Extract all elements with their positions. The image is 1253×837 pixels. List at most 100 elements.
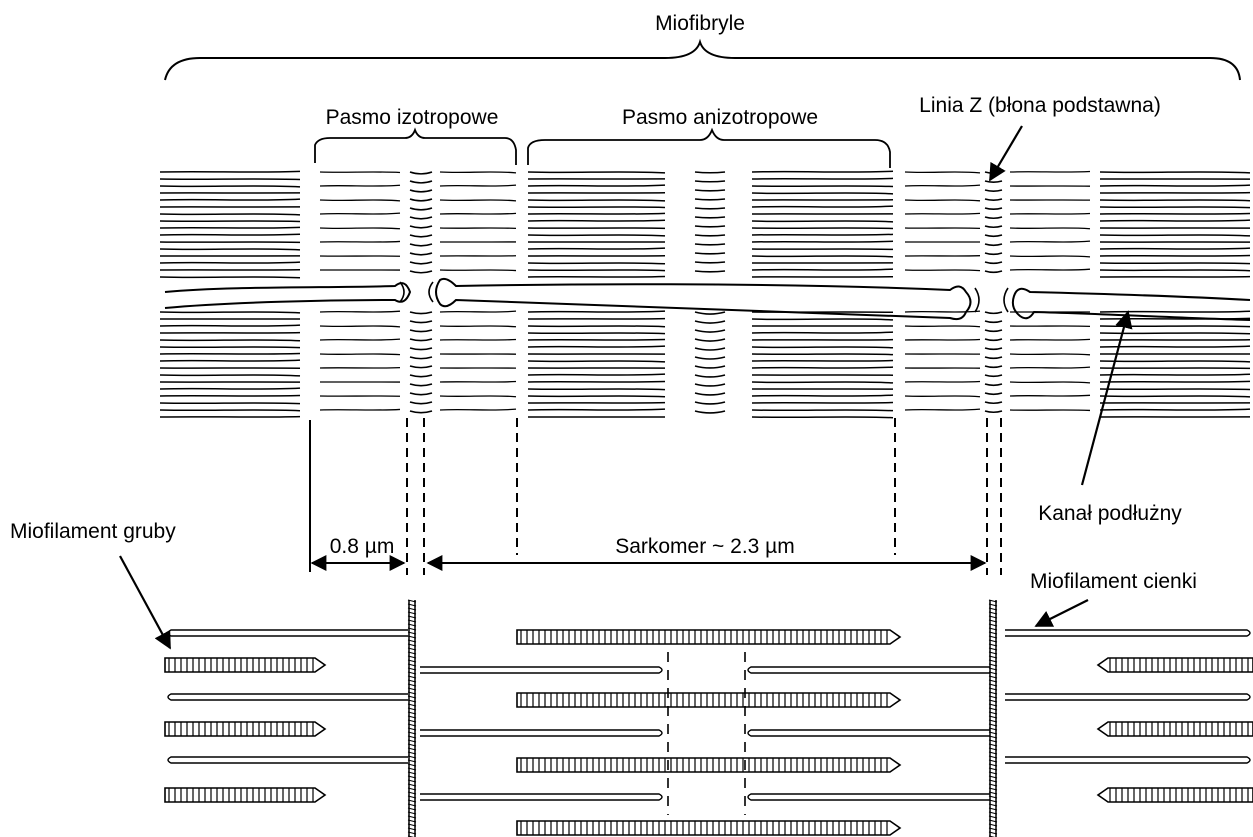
z-line-mark <box>984 383 1003 387</box>
z-line-mark <box>409 347 433 351</box>
striation-line <box>159 185 301 188</box>
striation-line <box>1099 206 1251 209</box>
striation-line <box>159 261 301 264</box>
z-line-mark <box>409 374 433 378</box>
striation-line <box>527 325 666 328</box>
z-line-mark <box>984 311 1003 315</box>
striation-line <box>1009 381 1091 384</box>
z-line-notch-right <box>974 287 1009 313</box>
z-line-mark <box>409 225 433 229</box>
striation-line <box>1099 212 1251 215</box>
striation-line <box>1099 332 1251 335</box>
striation-line <box>1009 255 1091 258</box>
z-line-mark <box>694 198 726 201</box>
z-line-mark <box>984 392 1003 396</box>
striation-line <box>904 325 981 328</box>
longitudinal-channel-middle <box>435 277 972 321</box>
striation-line <box>439 310 517 313</box>
striation-line <box>439 199 517 202</box>
z-line-mark <box>694 365 726 369</box>
striation-line <box>751 185 894 188</box>
thick-filament <box>516 692 902 708</box>
miofilament-cienki-label: Miofilament cienki <box>1030 570 1197 593</box>
striation-line <box>159 226 301 229</box>
thin-filament <box>1005 693 1251 701</box>
z-line-notch-left <box>399 281 434 303</box>
z-line-mark <box>984 374 1003 378</box>
z-line-mark <box>409 320 433 324</box>
striation-line <box>904 380 981 383</box>
thin-filament <box>420 793 663 801</box>
striation-line <box>904 310 981 313</box>
striation-line <box>527 338 666 341</box>
linia-z-arrow <box>989 125 1023 182</box>
striation-line <box>527 247 666 250</box>
striation-line <box>1099 184 1251 187</box>
thin-filament <box>747 729 990 737</box>
striation-line <box>527 380 666 383</box>
striation-line <box>1099 254 1251 257</box>
striation-line <box>527 345 666 348</box>
thin-filament <box>167 693 408 701</box>
striation-line <box>751 359 894 362</box>
striation-line <box>159 402 301 405</box>
striation-line <box>1009 227 1091 230</box>
striation-line <box>159 248 301 251</box>
striation-line <box>751 366 894 369</box>
striation-line <box>751 416 894 419</box>
projection-lines <box>406 418 1002 575</box>
z-line-mark <box>984 410 1003 414</box>
z-line-mark <box>694 320 726 324</box>
striation-line <box>319 310 401 313</box>
striation-line <box>527 171 666 174</box>
striation-line <box>751 394 894 397</box>
striation-line <box>904 395 981 398</box>
striation-line <box>319 171 401 174</box>
striation-line <box>751 170 894 173</box>
z-line-mark <box>409 410 433 414</box>
striation-line <box>1099 171 1251 174</box>
striation-line <box>159 198 301 201</box>
kanal-podluzny-label: Kanał podłużny <box>1038 502 1182 525</box>
striation-line <box>1099 199 1251 202</box>
z-line-mark <box>694 225 726 228</box>
striation-line <box>904 269 981 272</box>
striation-line <box>751 240 894 243</box>
z-line-mark <box>409 207 433 211</box>
striation-line <box>159 233 301 236</box>
striation-line <box>1009 366 1091 369</box>
striation-line <box>319 227 401 230</box>
thick-filament <box>1096 657 1253 673</box>
z-line-mark <box>984 270 1003 274</box>
striation-line <box>751 177 894 180</box>
striation-line <box>751 318 894 321</box>
striation-line <box>904 212 981 215</box>
striation-line <box>527 395 666 398</box>
striation-line <box>1099 395 1251 398</box>
striation-line <box>1099 360 1251 363</box>
z-line-mark <box>694 216 726 219</box>
z-line-mark <box>694 374 726 378</box>
striation-line <box>159 339 301 342</box>
striation-line <box>1009 394 1091 397</box>
striation-line <box>751 192 894 195</box>
striation-line <box>904 199 981 202</box>
striation-line <box>904 184 981 187</box>
thin-filament <box>747 793 990 801</box>
z-line-mark <box>984 365 1003 369</box>
striation-line <box>159 276 301 279</box>
striation-line <box>1099 388 1251 391</box>
thick-filament <box>516 757 902 773</box>
z-line-mark <box>984 198 1003 202</box>
thick-filament <box>1096 721 1253 737</box>
striation-line <box>439 171 517 174</box>
striation-line <box>1009 353 1091 356</box>
thin-filament <box>167 756 408 764</box>
thin-filament <box>747 666 990 674</box>
striation-line <box>1009 170 1091 173</box>
striation-line <box>751 220 894 223</box>
z-line-mark <box>694 338 726 342</box>
z-line-mark <box>694 180 726 183</box>
z-line-mark <box>984 261 1003 265</box>
